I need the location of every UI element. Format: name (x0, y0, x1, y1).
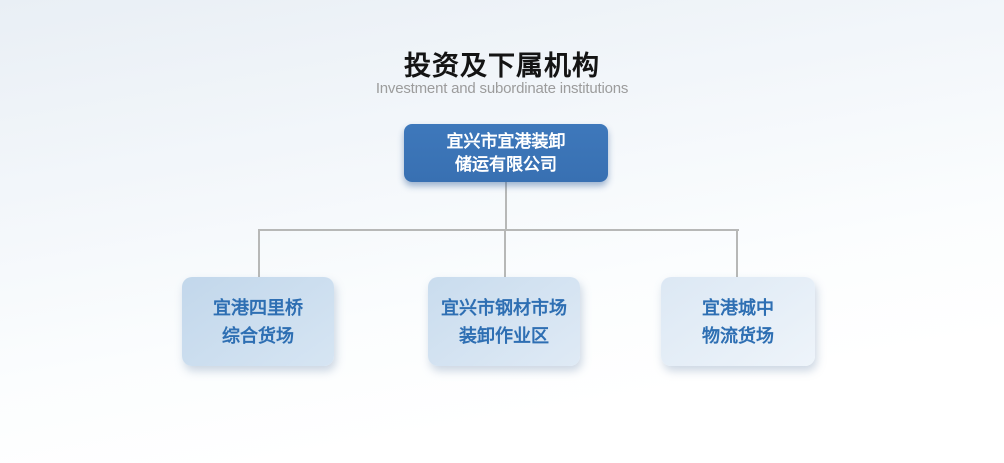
org-node-root-label-line1: 宜兴市宜港装卸 (446, 132, 566, 151)
connector-horizontal (258, 229, 739, 231)
page-title: 投资及下属机构 (404, 51, 600, 81)
org-node-child-siliqiao-yard: 宜港四里桥 综合货场 (182, 277, 334, 366)
connector-drop-child-1 (258, 229, 260, 277)
connector-drop-child-3 (736, 229, 738, 277)
org-node-label-line1: 宜港城中 (702, 297, 774, 318)
org-node-label-line2: 物流货场 (702, 325, 774, 346)
connector-root-drop (505, 182, 507, 230)
org-node-root: 宜兴市宜港装卸 储运有限公司 (404, 124, 608, 182)
org-node-root-label-line2: 储运有限公司 (455, 155, 557, 174)
page-subtitle: Investment and subordinate institutions (375, 80, 629, 97)
org-node-label-line2: 装卸作业区 (459, 325, 549, 346)
connector-drop-child-2 (504, 229, 506, 277)
org-node-label-line1: 宜兴市钢材市场 (441, 297, 567, 318)
org-node-label-line2: 综合货场 (222, 325, 294, 346)
org-node-child-chengzhong-logistics-yard: 宜港城中 物流货场 (661, 277, 815, 366)
org-node-label-line1: 宜港四里桥 (213, 297, 303, 318)
org-node-child-steel-market-area: 宜兴市钢材市场 装卸作业区 (428, 277, 580, 366)
